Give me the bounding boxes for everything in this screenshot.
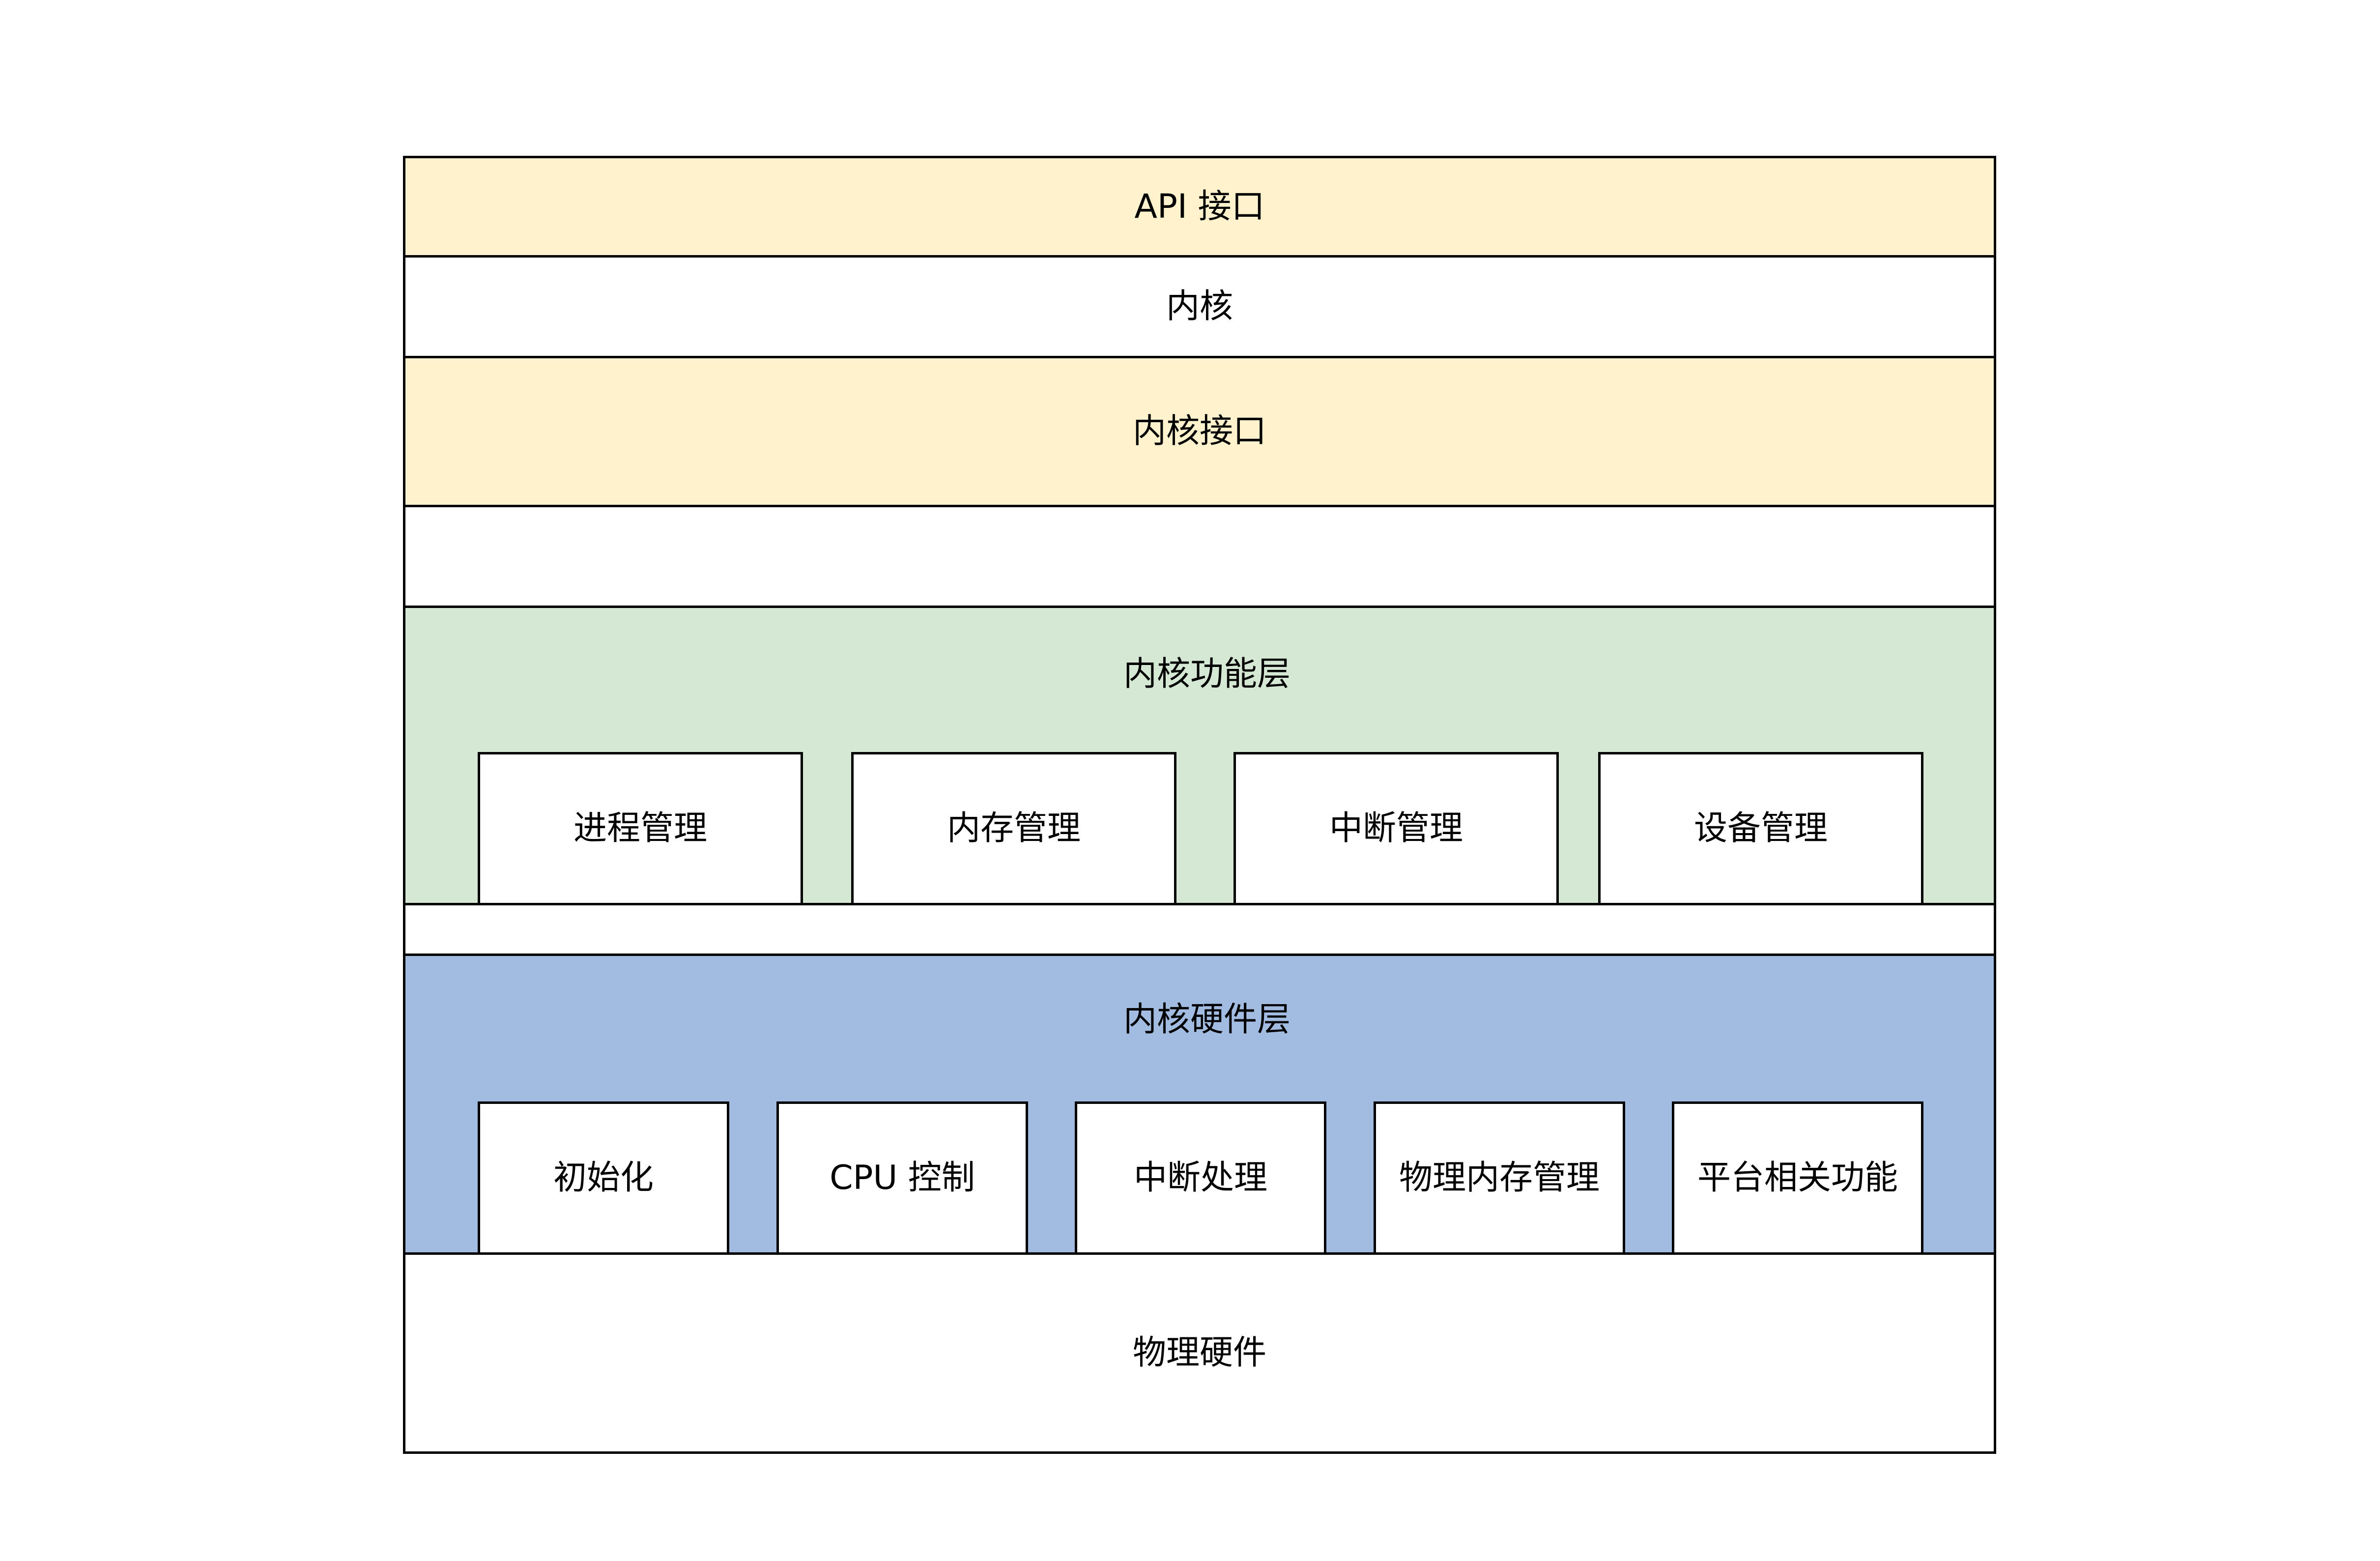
module-interrupt-management: 中断管理	[1233, 752, 1559, 905]
module-memory-management: 内存管理	[851, 752, 1176, 905]
api-interface-label: API 接口	[1134, 187, 1265, 226]
kernel-interface-label: 内核接口	[1132, 412, 1266, 451]
module-label: CPU 控制	[830, 1158, 975, 1197]
module-label: 设备管理	[1693, 809, 1828, 848]
module-process-management: 进程管理	[478, 752, 803, 905]
module-initialization: 初始化	[478, 1101, 729, 1255]
module-interrupt-handling: 中断处理	[1075, 1101, 1326, 1255]
spacer-layer-top	[403, 505, 1996, 608]
module-device-management: 设备管理	[1598, 752, 1923, 905]
api-interface-layer: API 接口	[403, 156, 1996, 258]
module-label: 内存管理	[946, 809, 1081, 848]
module-label: 进程管理	[573, 809, 707, 848]
kernel-hardware-layer-title: 内核硬件层	[1123, 1000, 1290, 1039]
module-label: 中断处理	[1133, 1158, 1267, 1197]
module-physical-memory-management: 物理内存管理	[1374, 1101, 1625, 1255]
module-label: 物理内存管理	[1399, 1158, 1600, 1197]
module-label: 中断管理	[1329, 809, 1463, 848]
kernel-interface-layer: 内核接口	[403, 356, 1996, 507]
kernel-label: 内核	[1166, 287, 1233, 326]
module-label: 初始化	[553, 1158, 654, 1197]
kernel-layer: 内核	[403, 255, 1996, 358]
physical-hardware-label: 物理硬件	[1132, 1333, 1266, 1372]
module-label: 平台相关功能	[1697, 1158, 1898, 1197]
kernel-function-layer-title: 内核功能层	[1123, 655, 1290, 694]
physical-hardware-layer: 物理硬件	[403, 1252, 1996, 1454]
spacer-layer-mid	[403, 903, 1996, 956]
module-platform-functions: 平台相关功能	[1672, 1101, 1923, 1255]
module-cpu-control: CPU 控制	[776, 1101, 1028, 1255]
